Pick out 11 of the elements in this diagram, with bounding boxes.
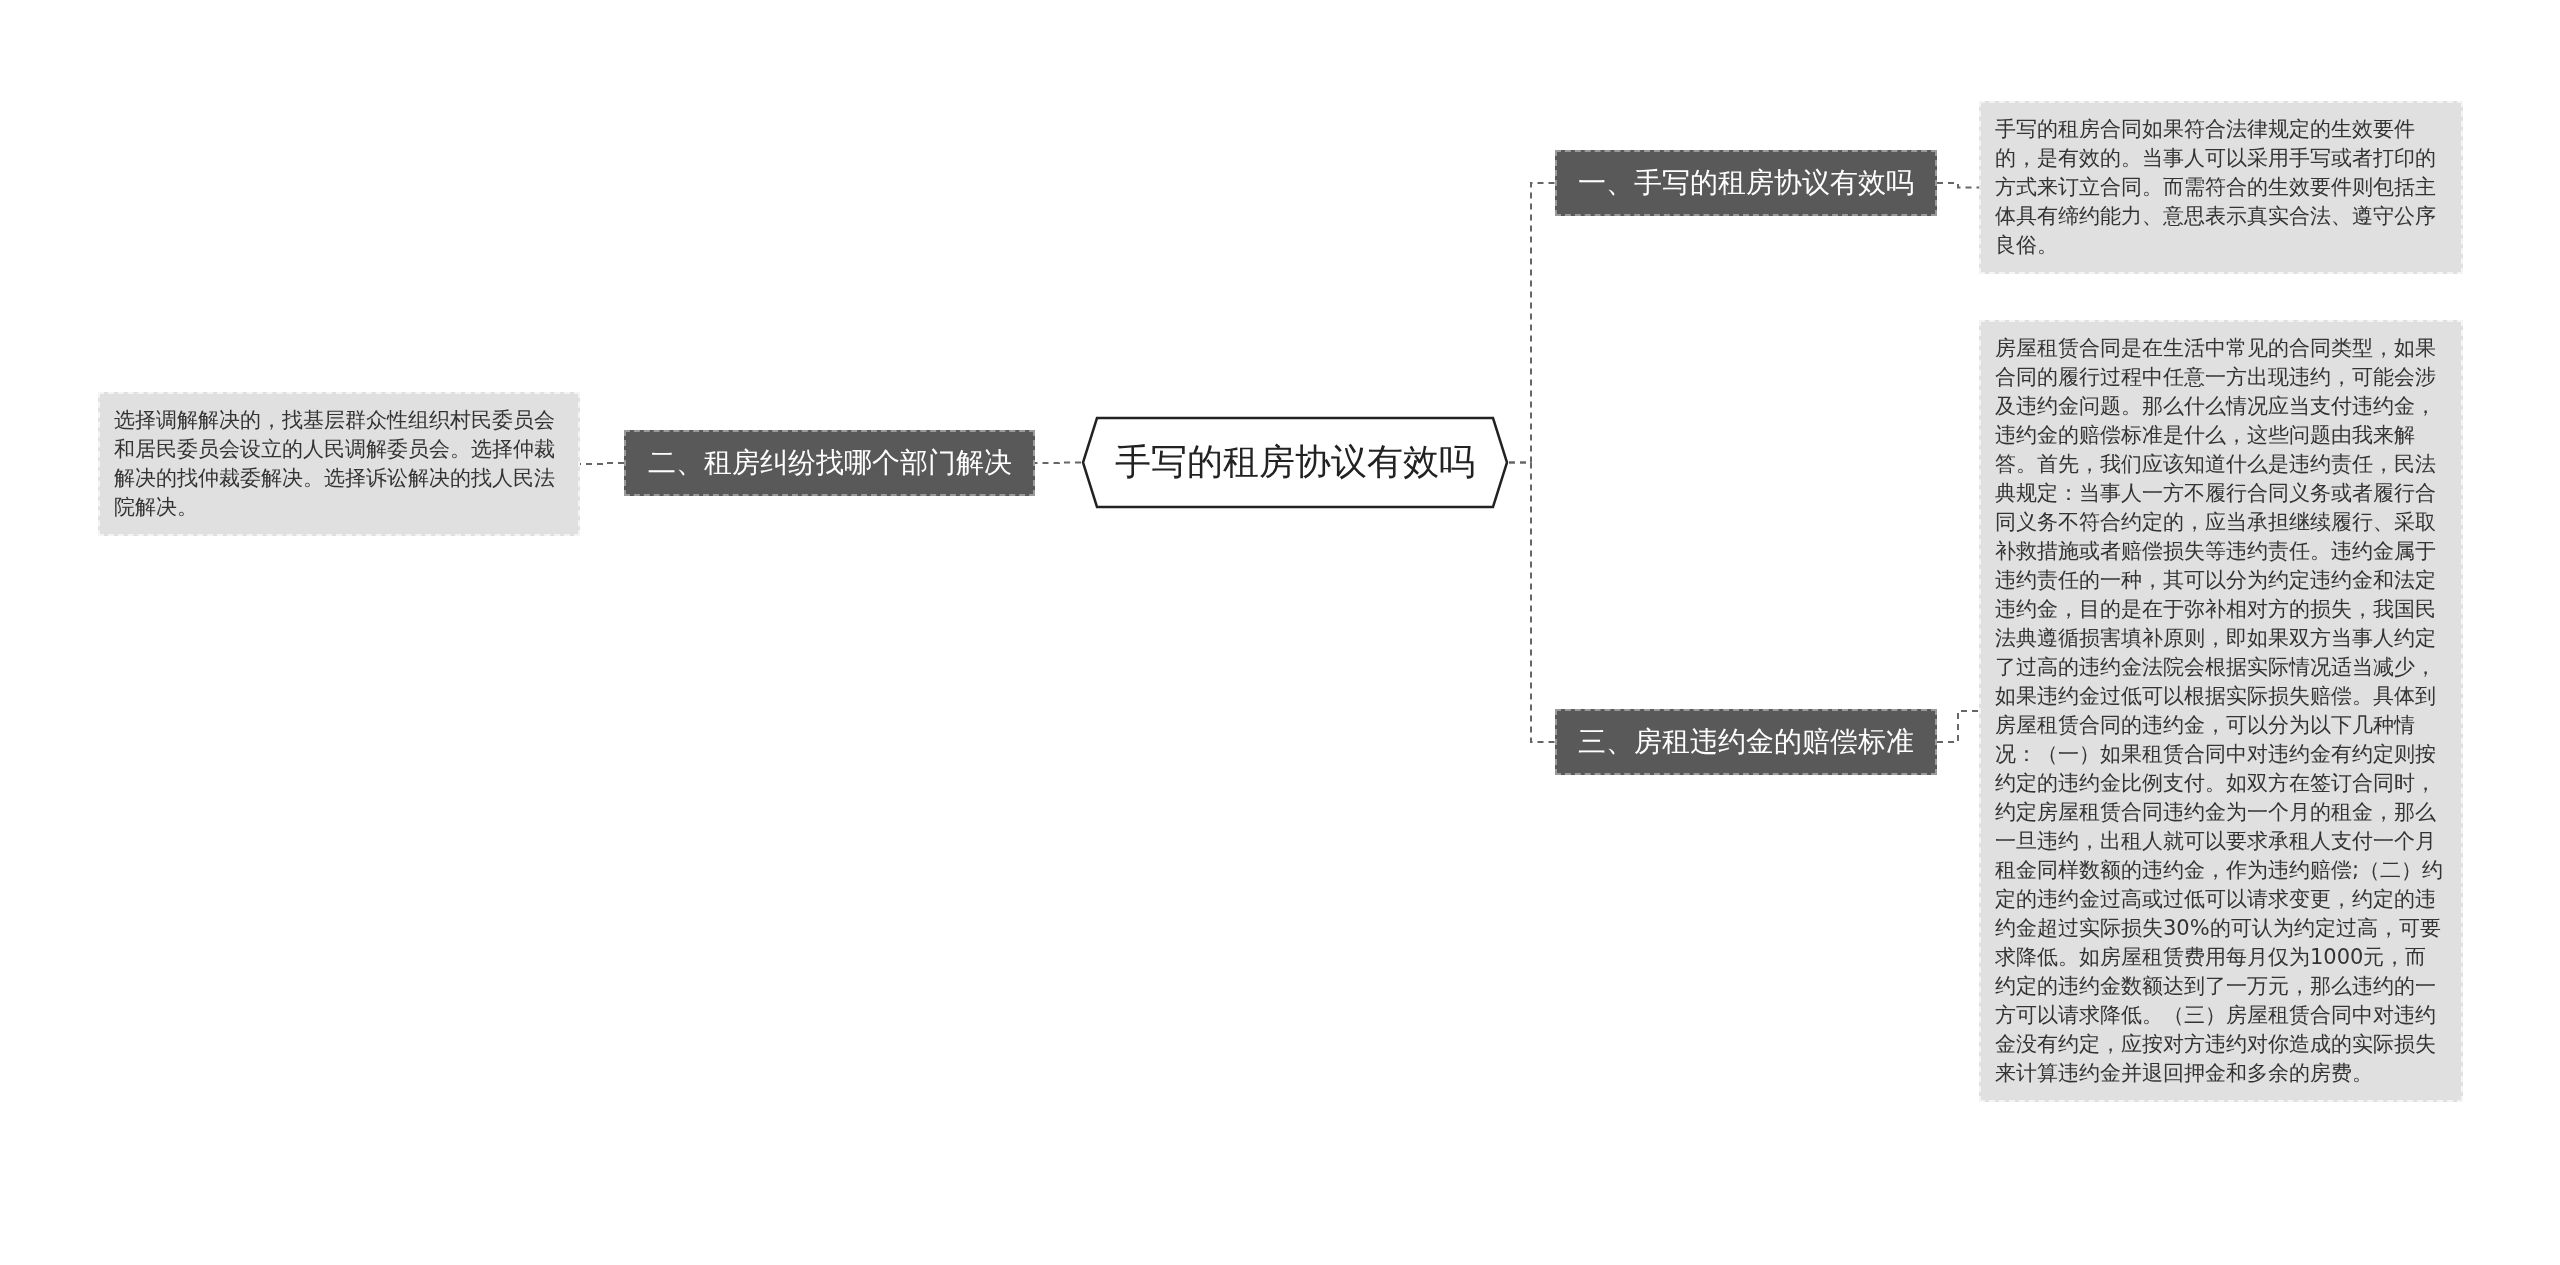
topic-hexagon: 手写的租房协议有效吗 (1081, 416, 1509, 509)
branch-box: 三、房租违约金的赔偿标准 (1555, 709, 1937, 775)
branch-box: 二、租房纠纷找哪个部门解决 (624, 430, 1035, 496)
branch-box: 一、手写的租房协议有效吗 (1555, 150, 1937, 216)
note-box: 房屋租赁合同是在生活中常见的合同类型，如果合同的履行过程中任意一方出现违约，可能会涉及违约金问题。那么什么情况应当支付违约金，违约金的赔偿标准是什么，这些问题由我来解答。首先，我们应该知道什么是违约责任，民法典规定：当事人一方不履行合同义务或者履行合同义务不符合约定的，应当承担继续履行、采取补救措施或者赔偿损失等违约责任。违约金属于违约责任的一种，其可以分为约定违约金和法定违约金，目的是在于弥补相对方的损失，我国民法典遵循损害填补原则，即如果双方当事人约定了过高的违约金法院会根据实际情况适当减少，如果违约金过低可以根据实际损失赔偿。具体到房屋租赁合同的违约金，可以分为以下几种情况：（一）如果租赁合同中对违约金有约定则按约定的违约金比例支付。如双方在签订合同时，约定房屋租赁合同违约金为一个月的租金，那么一旦违约，出租人就可以要求承租人支付一个月租金同样数额的违约金，作为违约赔偿;（二）约定的违约金过高或过低可以请求变更，约定的违约金超过实际损失30%的可认为约定过高，可要求降低。如房屋租赁费用每月仅为1000元，而约定的违约金数额达到了一万元，那么违约的一方可以请求降低。（三）房屋租赁合同中对违约金没有约定，应按对方违约对你造成的实际损失来计算违约金并退回押金和多余的房费。 (1979, 320, 2463, 1102)
note-box: 手写的租房合同如果符合法律规定的生效要件的，是有效的。当事人可以采用手写或者打印的方式来订立合同。而需符合的生效要件则包括主体具有缔约能力、意思表示真实合法、遵守公序良俗。 (1979, 101, 2463, 274)
connector-line (1936, 710, 1980, 743)
connector-line (1034, 461, 1082, 464)
connector-line (1508, 461, 1556, 743)
connector-line (1936, 182, 1980, 189)
note-box: 选择调解解决的，找基层群众性组织村民委员会和居民委员会设立的人民调解委员会。选择仲裁解决的找仲裁委解决。选择诉讼解决的找人民法院解决。 (98, 392, 580, 536)
